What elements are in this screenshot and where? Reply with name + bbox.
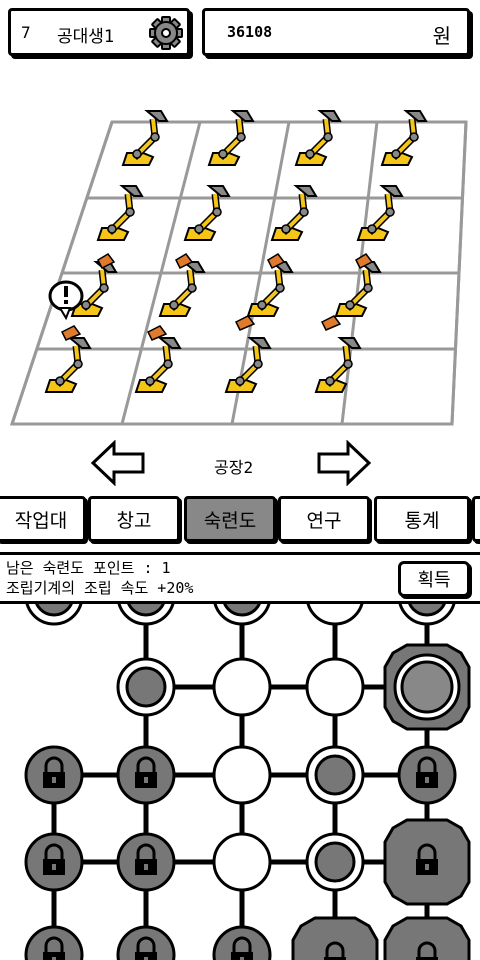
- skill-node[interactable]: [305, 657, 365, 717]
- skill-node-locked[interactable]: [385, 820, 469, 904]
- factory-name: 공장2: [214, 458, 254, 477]
- skill-node[interactable]: [305, 832, 365, 892]
- tab-statistics[interactable]: 통계: [374, 496, 470, 542]
- skill-effect: 조립기계의 조립 속도 +20%: [6, 579, 194, 597]
- factory-floor[interactable]: [0, 66, 480, 436]
- skill-node-locked[interactable]: [26, 927, 82, 960]
- tab-bar: 작업대 창고 숙련도 연구 통계: [0, 492, 480, 550]
- tab-label: 창고: [116, 509, 152, 532]
- tab-label: 작업대: [14, 509, 68, 532]
- skill-node[interactable]: [212, 745, 272, 805]
- tab-overflow: [472, 496, 480, 542]
- skill-node-selected[interactable]: [383, 643, 471, 731]
- skill-node-locked[interactable]: [214, 927, 270, 960]
- skill-node-locked[interactable]: [26, 747, 82, 803]
- skill-node-locked[interactable]: [118, 834, 174, 890]
- arrow-left-icon[interactable]: [90, 440, 146, 486]
- tab-research[interactable]: 연구: [278, 496, 370, 542]
- tab-warehouse[interactable]: 창고: [88, 496, 180, 542]
- skill-tree[interactable]: [0, 604, 480, 960]
- assembly-parts: [60, 253, 374, 341]
- skill-node[interactable]: [212, 832, 272, 892]
- skill-node[interactable]: [116, 657, 176, 717]
- gear-icon[interactable]: [149, 16, 183, 50]
- remaining-points: 남은 숙련도 포인트 : 1: [6, 559, 171, 577]
- tab-label: 숙련도: [203, 509, 257, 532]
- tab-workbench[interactable]: 작업대: [0, 496, 86, 542]
- skill-node-locked[interactable]: [26, 834, 82, 890]
- tree-row-top: [24, 604, 457, 626]
- skill-node-locked[interactable]: [293, 918, 377, 960]
- skill-node-locked[interactable]: [118, 927, 174, 960]
- tab-proficiency[interactable]: 숙련도: [184, 496, 276, 542]
- tab-label: 통계: [404, 509, 440, 532]
- currency-label: 원: [432, 24, 451, 48]
- acquire-label: 획득: [417, 570, 451, 591]
- skill-node-locked[interactable]: [399, 747, 455, 803]
- player-level: 7: [21, 23, 31, 42]
- tab-label: 연구: [306, 509, 342, 532]
- money-panel: 36108 원: [202, 8, 470, 56]
- skill-node-locked[interactable]: [385, 918, 469, 960]
- skill-node[interactable]: [212, 657, 272, 717]
- factory-navigator: 공장2: [0, 436, 480, 492]
- player-info-panel: 7 공대생1: [8, 8, 190, 56]
- arrow-right-icon[interactable]: [316, 440, 372, 486]
- money-amount: 36108: [227, 23, 273, 41]
- acquire-button[interactable]: 획득: [398, 561, 470, 597]
- exclamation-bubble-icon[interactable]: [48, 280, 84, 321]
- skill-info-panel: 남은 숙련도 포인트 : 1 조립기계의 조립 속도 +20% 획득: [0, 552, 480, 604]
- skill-node-locked[interactable]: [118, 747, 174, 803]
- skill-node[interactable]: [305, 745, 365, 805]
- player-name: 공대생1: [57, 27, 115, 47]
